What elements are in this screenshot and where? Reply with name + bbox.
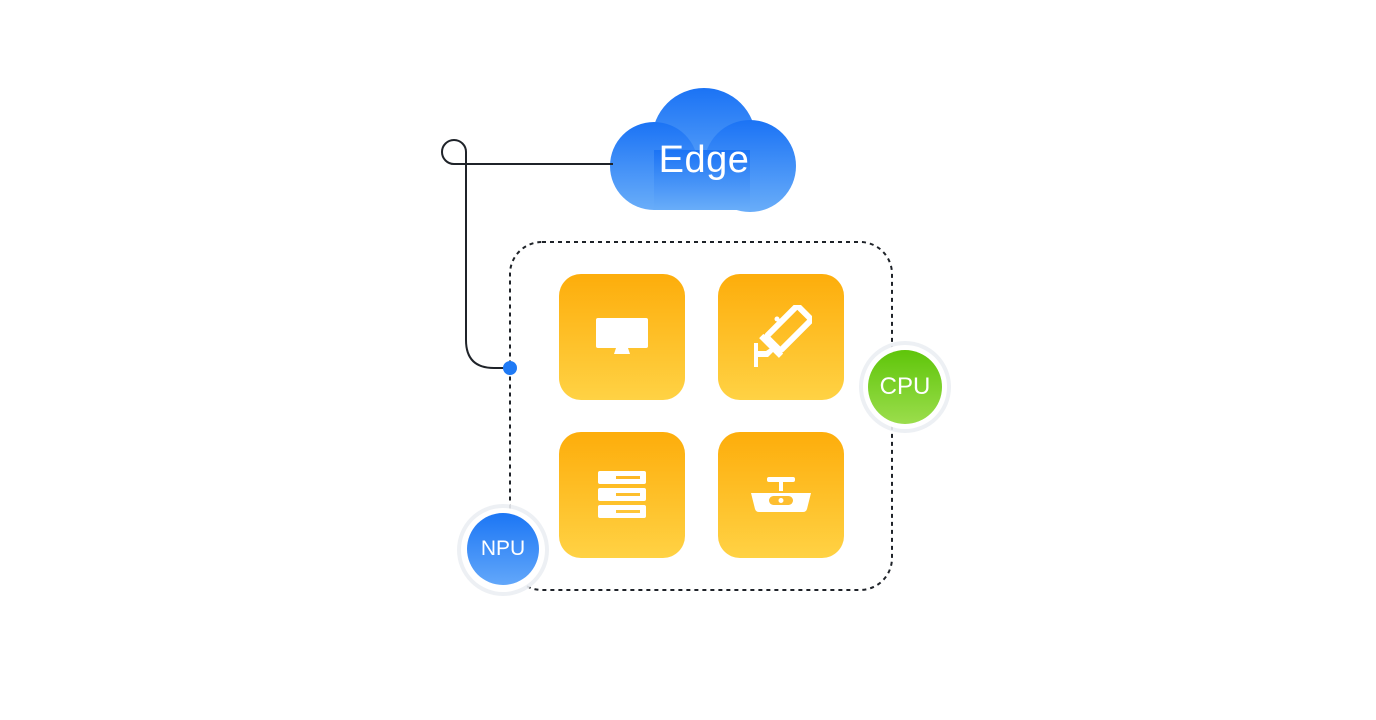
device-tile-monitor bbox=[559, 274, 685, 400]
connector-dot bbox=[503, 361, 517, 375]
device-tile-security-camera bbox=[718, 274, 844, 400]
device-tile-dome-camera bbox=[718, 432, 844, 558]
dome-camera-icon bbox=[751, 477, 811, 512]
npu-badge: NPU bbox=[467, 513, 539, 585]
edge-label: Edge bbox=[658, 139, 750, 181]
server-rack-icon bbox=[598, 471, 646, 518]
cloud-shape bbox=[610, 88, 796, 212]
security-camera-icon bbox=[754, 305, 812, 367]
monitor-icon bbox=[596, 318, 648, 354]
connector-line bbox=[441, 139, 613, 369]
cpu-badge: CPU bbox=[868, 350, 942, 424]
device-tile-server bbox=[559, 432, 685, 558]
